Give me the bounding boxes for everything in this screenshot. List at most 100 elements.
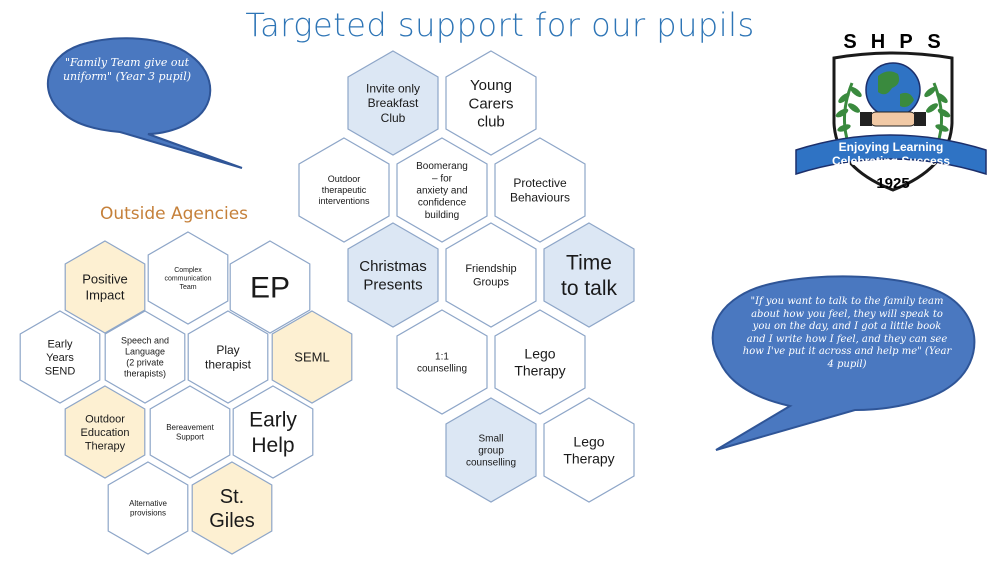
agency-hex-label: Team xyxy=(179,284,196,291)
support-hex-shape xyxy=(543,397,635,503)
agency-hex: SEML xyxy=(271,310,353,404)
support-hex-label: anxiety and xyxy=(416,186,467,197)
logo-motto-line2: Celebrating Success xyxy=(832,154,950,168)
speech-bubble-right xyxy=(711,275,976,451)
support-hex-label: Therapy xyxy=(563,450,614,466)
agency-hex-label: Positive xyxy=(82,272,128,287)
support-hex-shape xyxy=(494,309,586,415)
support-hex-label: interventions xyxy=(318,196,370,206)
quote-top-left: "Family Team give out uniform" (Year 3 p… xyxy=(62,56,192,83)
support-hex-label: Breakfast xyxy=(368,96,419,110)
support-hex-label: group xyxy=(478,446,504,457)
agency-hex-label: Years xyxy=(46,352,74,364)
agency-hex-shape xyxy=(229,240,311,334)
agency-hex-label: Bereavement xyxy=(166,423,214,432)
outside-agencies-title: Outside Agencies xyxy=(99,204,249,224)
support-hex-shape xyxy=(396,137,488,243)
agency-hex-shape xyxy=(149,385,231,479)
support-hex-shape xyxy=(445,222,537,328)
support-hex-label: confidence xyxy=(418,198,467,209)
support-hex-shape xyxy=(298,137,390,243)
agency-hex-shape xyxy=(104,310,186,404)
agency-hex-shape xyxy=(64,240,146,334)
support-hex-shape xyxy=(347,222,439,328)
support-hex-label: Friendship xyxy=(465,263,516,275)
support-hex-shape xyxy=(347,50,439,156)
page-title: Targeted support for our pupils xyxy=(245,6,755,44)
support-hex-label: Small xyxy=(478,433,503,444)
sleeve-left-icon xyxy=(860,112,872,126)
agency-hex-shape xyxy=(64,385,146,479)
agency-hex-label: Therapy xyxy=(85,440,126,452)
logo-motto-line1: Enjoying Learning xyxy=(839,140,944,154)
support-hex-label: Club xyxy=(381,111,406,125)
support-hex-label: building xyxy=(425,210,459,221)
support-hex-label: to talk xyxy=(561,277,618,300)
agency-hex-label: Early xyxy=(47,338,73,350)
agency-hex-shape xyxy=(191,461,273,555)
agency-hex-label: Alternative xyxy=(129,499,167,508)
agency-hex-label: Outdoor xyxy=(85,413,125,425)
support-hex-label: Christmas xyxy=(359,258,427,275)
support-hex-label: club xyxy=(477,114,505,131)
support-hex-label: Young xyxy=(470,77,512,94)
support-hex-label: Therapy xyxy=(514,362,565,378)
sleeve-right-icon xyxy=(914,112,926,126)
agency-hex-label: Language xyxy=(125,347,165,357)
handshake-icon xyxy=(869,111,917,127)
support-hex: Boomerang– for anxiety andconfidencebuild… xyxy=(396,137,488,243)
agency-hex-label: therapists) xyxy=(124,369,166,379)
agency-hex-shape xyxy=(107,461,189,555)
logo-letter: P xyxy=(899,31,912,53)
agency-hex-label: communication xyxy=(164,275,211,282)
support-hex-label: therapeutic xyxy=(322,185,367,195)
agency-hex-label: Play xyxy=(216,343,239,357)
agency-hex-shape xyxy=(19,310,101,404)
agency-hex-label: SEML xyxy=(294,350,329,365)
support-hex-label: counselling xyxy=(417,364,467,375)
support-hex-shape xyxy=(445,50,537,156)
support-hex-label: Boomerang xyxy=(416,161,468,172)
support-hex-shape xyxy=(543,222,635,328)
laurel-leaves-icon xyxy=(835,86,951,132)
globe-land-icon xyxy=(878,71,914,108)
agency-hex-label: Speech and xyxy=(121,336,169,346)
agency-hex-label: EP xyxy=(250,272,290,305)
support-hex-shape xyxy=(445,397,537,503)
agency-hex-shape xyxy=(232,385,314,479)
agency-hex-shape xyxy=(187,310,269,404)
agency-hex-label: Education xyxy=(81,427,130,439)
support-hex-shape xyxy=(396,309,488,415)
agency-hex-label: St. xyxy=(220,486,244,508)
agency-hex-shape xyxy=(147,231,229,325)
agency-hex-label: Giles xyxy=(209,510,255,532)
globe-icon xyxy=(865,62,921,118)
support-hex-label: Behaviours xyxy=(510,191,570,205)
support-hex-label: Outdoor xyxy=(328,174,361,184)
agency-hex-label: therapist xyxy=(205,358,252,372)
agency-hex-label: SEND xyxy=(45,365,76,377)
agency-hex-label: Help xyxy=(251,434,294,457)
support-hex-label: – for xyxy=(432,173,453,184)
